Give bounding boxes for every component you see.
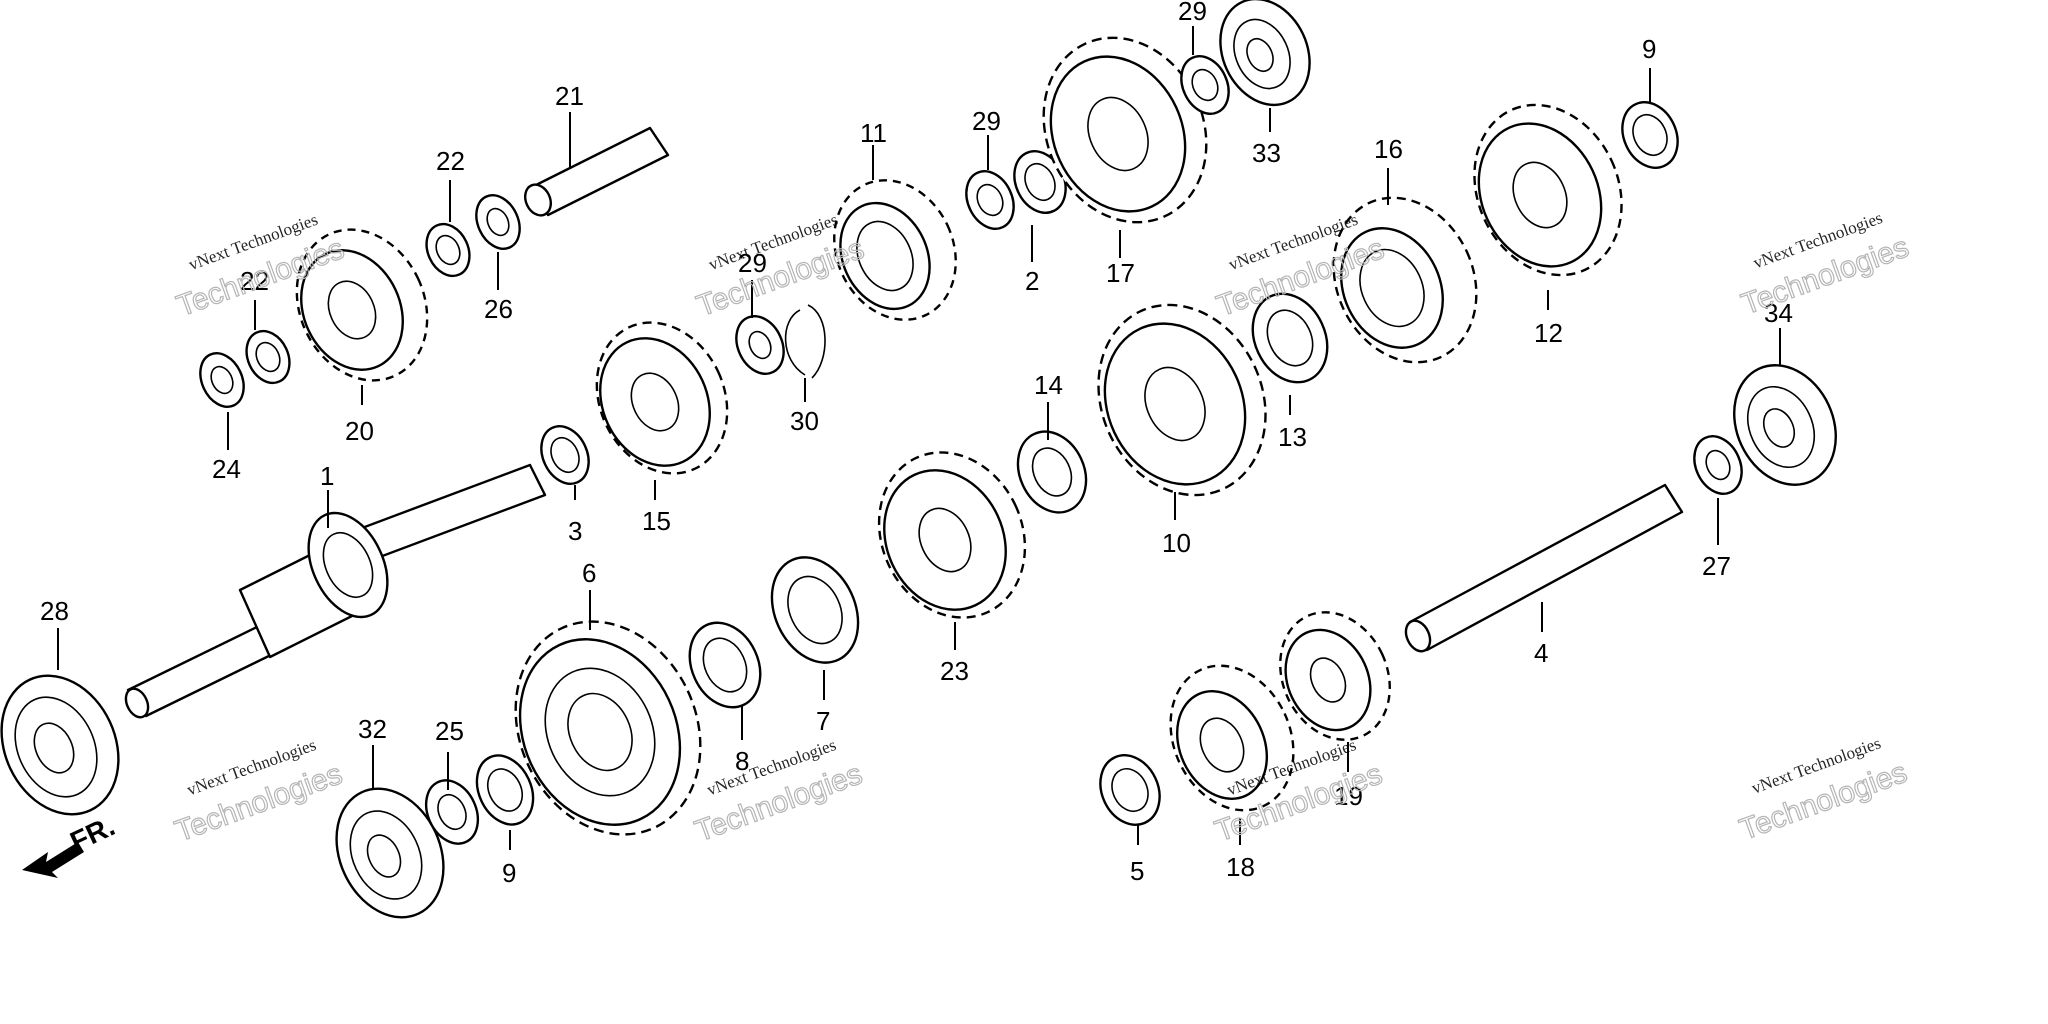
callout-labels: 28 1 2 3 4 5 6 7 8 9 9 10 11 12 13 14 15… [40,0,1793,888]
front-arrow-icon [22,842,84,878]
part-31-ball-bearing [0,674,120,816]
part-11-gear [833,179,957,321]
part-25-washer [424,779,480,845]
part-3-collar [540,425,590,485]
part-29-washer-top [1180,55,1230,115]
part-8-needle-bearing [688,621,762,709]
callout-24: 24 [212,454,241,484]
watermark-4: vNext Technologies Technologies [1737,208,1914,322]
callout-15: 15 [642,506,671,536]
part-15-gear [595,321,729,475]
callout-29-mid: 29 [972,106,1001,136]
part-9-needle-bearing-upper [1621,101,1679,169]
callout-26: 26 [484,294,513,324]
callout-1: 1 [320,461,334,491]
part-20-gear [295,228,429,382]
callout-6: 6 [582,558,596,588]
callout-2: 2 [1025,266,1039,296]
callout-31: 28 [40,596,69,626]
part-16-gear [1332,196,1478,364]
callout-13: 13 [1278,422,1307,452]
callout-12: 12 [1534,318,1563,348]
callout-23: 23 [940,656,969,686]
watermark-5: vNext Technologies Technologies [170,735,347,849]
part-24-washer [199,352,245,408]
part-32-ball-bearing [335,787,445,919]
part-28-lock-washer [735,315,785,375]
part-34-ball-bearing [1733,364,1837,486]
part-7-spline-bushing [770,556,860,664]
part-33-ball-bearing [1219,0,1311,107]
callout-22-lower: 22 [240,266,269,296]
callout-9-upper: 9 [1642,34,1656,64]
callout-32: 32 [358,714,387,744]
callout-16: 16 [1374,134,1403,164]
callout-7: 7 [816,706,830,736]
part-27-washer [1693,435,1743,495]
callout-29-top: 29 [1178,0,1207,26]
part-4-countershaft [1404,483,1684,653]
part-12-gear [1473,103,1623,277]
part-21-shaft [523,126,670,217]
part-14-bushing [1016,430,1088,514]
part-23-gear [877,451,1027,619]
callout-18: 18 [1226,852,1255,882]
part-22-collar-upper [425,222,471,278]
part-26-washer [475,194,521,250]
part-22-collar-lower [245,329,291,385]
part-18-gear [1169,664,1295,812]
callout-17: 17 [1106,258,1135,288]
callout-30: 30 [790,406,819,436]
callout-20: 20 [345,416,374,446]
callout-5: 5 [1130,856,1144,886]
part-5-collar [1099,754,1161,826]
callout-11: 11 [860,118,887,148]
callout-27: 27 [1702,551,1731,581]
watermark-8: vNext Technologies Technologies [1735,733,1912,847]
callout-8: 8 [735,746,749,776]
callout-33: 33 [1252,138,1281,168]
callout-22-upper: 22 [436,146,465,176]
callout-10: 10 [1162,528,1191,558]
part-10-gear [1097,303,1267,497]
watermark-6: vNext Technologies Technologies [690,735,867,849]
callout-28: 29 [738,248,767,278]
part-13-needle-bearing [1251,292,1329,384]
callout-3: 3 [568,516,582,546]
part-1-main-shaft [124,463,547,719]
callout-14: 14 [1034,370,1063,400]
callout-19: 19 [1334,781,1363,811]
part-6-gear [514,620,702,836]
part-17-gear [1042,36,1208,224]
callout-25: 25 [435,716,464,746]
part-19-gear [1279,611,1391,741]
parts-layer [0,0,1837,919]
leader-lines [57,26,1781,850]
part-30-circlip [784,304,826,379]
part-29-washer-mid [965,170,1015,230]
callout-9-lower: 9 [502,858,516,888]
callout-21: 21 [555,81,584,111]
callout-4: 4 [1534,638,1548,668]
part-9-needle-bearing-lower [475,754,535,826]
callout-34: 34 [1764,298,1793,328]
